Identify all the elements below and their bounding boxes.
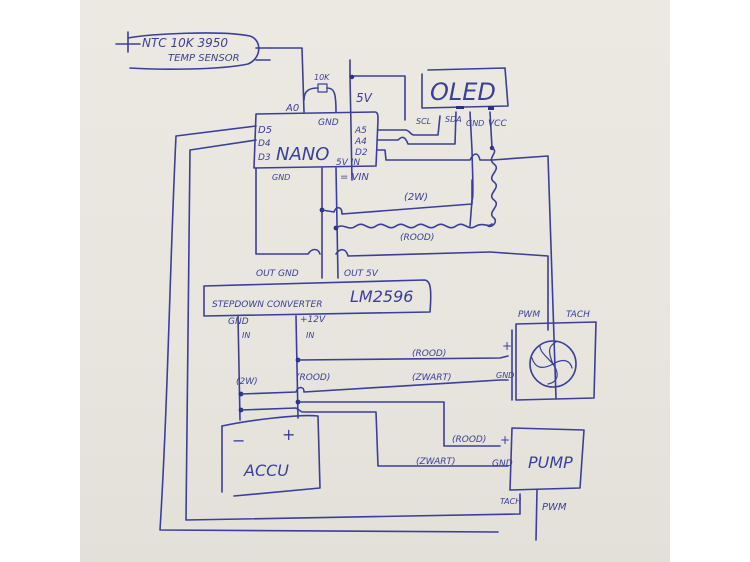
converter-title: STEPDOWN CONVERTER bbox=[212, 300, 322, 310]
wire-label-pump-red: (ROOD) bbox=[452, 435, 486, 445]
junction-dot bbox=[349, 74, 355, 80]
wire bbox=[326, 87, 337, 113]
wire-label-nano-red: (ROOD) bbox=[400, 233, 434, 243]
converter-out-5v-label: OUT 5V bbox=[344, 269, 379, 279]
nano-outline bbox=[253, 111, 379, 169]
wire-label-fan-black: (ZWART) bbox=[412, 373, 452, 383]
fan-pin-tach: TACH bbox=[566, 310, 590, 320]
fan-housing bbox=[529, 340, 577, 388]
wire-converter-gnd-in bbox=[237, 315, 241, 421]
pullup-resistor: 10K bbox=[269, 47, 337, 113]
nano-pin-gnd-bottom: GND bbox=[272, 173, 290, 182]
pump-outline bbox=[509, 427, 585, 491]
pump-pin-pwm: PWM bbox=[542, 502, 567, 513]
converter-model: LM2596 bbox=[350, 287, 413, 306]
wire-twisted-vertical bbox=[487, 147, 498, 228]
wire-label-pump-black: (ZWART) bbox=[416, 457, 456, 467]
oled-title: OLED bbox=[430, 78, 496, 106]
converter-in-label-left: IN bbox=[242, 331, 250, 340]
pump-pin-tach: TACH bbox=[500, 497, 521, 506]
nano-pin-a4: A4 bbox=[354, 137, 367, 147]
oled-pin-gnd: GND bbox=[466, 119, 484, 128]
wire-d4-to-pump bbox=[185, 139, 521, 521]
fan-pin-plus: + bbox=[502, 339, 512, 353]
battery-minus: − bbox=[232, 431, 245, 450]
wire-label-fan-red: (ROOD) bbox=[412, 349, 446, 359]
wire-pump-red bbox=[297, 401, 501, 447]
wire-twisted-red bbox=[335, 223, 493, 229]
wire-pump-pwm bbox=[535, 489, 538, 541]
oled-header-pins bbox=[488, 106, 494, 110]
wire-pump-black bbox=[240, 407, 509, 467]
oled-pin-sda: SDA bbox=[445, 115, 462, 124]
nano-pin-d2: D2 bbox=[355, 148, 368, 158]
wire-label-accu-white: (2W) bbox=[236, 377, 258, 387]
oled-display: OLED SCL SDA GND VCC bbox=[416, 67, 509, 129]
nano-title: NANO bbox=[276, 144, 329, 165]
temp-sensor: NTC 10K 3950 TEMP SENSOR bbox=[115, 31, 271, 70]
converter-out-gnd-label: OUT GND bbox=[256, 269, 299, 279]
nano-pin-d5: D5 bbox=[258, 125, 272, 136]
wire-5v-to-oled bbox=[349, 75, 406, 121]
oled-outline bbox=[421, 67, 509, 109]
pump-pin-gnd: GND bbox=[492, 459, 513, 469]
fan: PWM TACH + GND bbox=[496, 310, 597, 401]
wire-to-fan-pwm bbox=[489, 251, 549, 331]
nano-pin-d3: D3 bbox=[258, 153, 271, 163]
fan-blades-icon bbox=[531, 341, 573, 385]
nano-pin-d4: D4 bbox=[258, 139, 271, 149]
nano-pin-vin: = VIN bbox=[340, 172, 369, 183]
battery-title: ACCU bbox=[243, 461, 289, 480]
wire-oled-vcc bbox=[489, 111, 493, 149]
battery: − + ACCU bbox=[221, 414, 321, 497]
fan-pin-gnd: GND bbox=[496, 371, 514, 380]
wire bbox=[303, 87, 319, 101]
fan-outline bbox=[515, 321, 597, 401]
oled-pin-scl: SCL bbox=[416, 117, 431, 126]
pump-pin-plus: + bbox=[500, 433, 510, 447]
wire-d2-out bbox=[377, 149, 493, 161]
fan-pin-pwm: PWM bbox=[518, 310, 540, 320]
battery-plus: + bbox=[282, 425, 295, 444]
nano-pin-gnd-top: GND bbox=[318, 118, 339, 128]
resistor-body bbox=[317, 83, 328, 93]
wire-d5-to-pump bbox=[159, 125, 499, 533]
wire-fan-black bbox=[240, 379, 509, 395]
arduino-nano: A0 GND D5 D4 D3 NANO A5 A4 D2 5V IN GND … bbox=[253, 103, 379, 183]
wire-oled-gnd bbox=[469, 111, 474, 227]
battery-outline bbox=[221, 414, 321, 497]
wire-nano-vin bbox=[335, 167, 339, 279]
nano-pin-a5: A5 bbox=[354, 126, 367, 136]
oled-header-pins bbox=[456, 106, 464, 109]
nano-pin-5v-in: 5V IN bbox=[336, 158, 360, 168]
oled-pin-vcc: VCC bbox=[488, 119, 507, 129]
wire-a0 bbox=[269, 47, 305, 113]
converter-in-12v-label: +12V bbox=[300, 315, 326, 325]
wire-to-fan-tach bbox=[491, 155, 557, 399]
wire-white-gnd bbox=[321, 179, 473, 215]
wire-a4-sda bbox=[377, 111, 457, 145]
nano-pin-a0: A0 bbox=[285, 103, 299, 114]
rail-5v-label: 5V bbox=[356, 91, 373, 105]
resistor-label: 10K bbox=[314, 73, 330, 82]
pump-title: PUMP bbox=[528, 453, 573, 472]
pump: PUMP + GND TACH PWM bbox=[492, 427, 585, 541]
wire-label-nano-white: (2W) bbox=[404, 192, 428, 203]
temp-sensor-outline bbox=[127, 32, 260, 70]
temp-sensor-label-1: NTC 10K 3950 bbox=[142, 36, 228, 50]
wire-vin-branch bbox=[335, 248, 491, 257]
wire-label-accu-red: (ROOD) bbox=[296, 373, 330, 383]
temp-sensor-label-2: TEMP SENSOR bbox=[168, 53, 240, 64]
wire-fan-red bbox=[297, 355, 509, 361]
converter-in-label-right: IN bbox=[306, 331, 314, 340]
converter-outline bbox=[203, 279, 432, 317]
wire-nano-gnd-loop bbox=[255, 167, 321, 255]
stepdown-converter: OUT GND OUT 5V STEPDOWN CONVERTER LM2596… bbox=[203, 269, 432, 340]
wire-a5-scl bbox=[377, 115, 441, 136]
